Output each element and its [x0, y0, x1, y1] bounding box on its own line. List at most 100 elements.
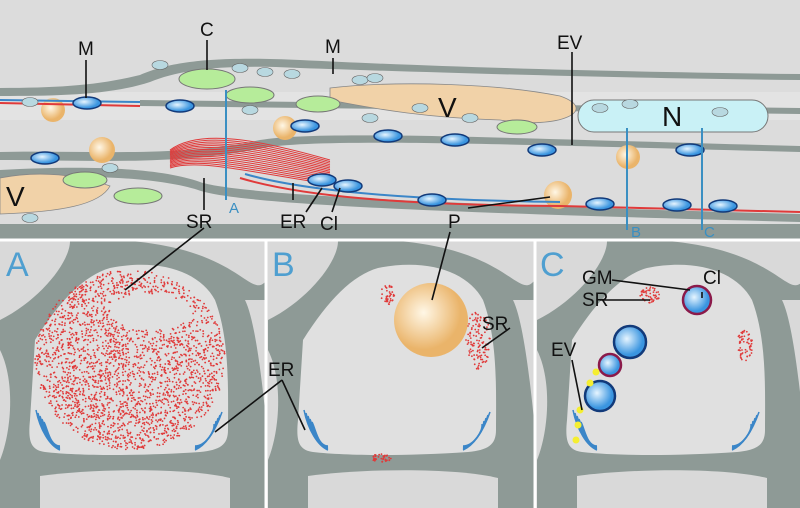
sr-dot	[49, 394, 51, 396]
sr-dot	[155, 285, 157, 287]
sr-dot	[97, 349, 99, 351]
sr-dot	[188, 364, 190, 366]
sr-dot	[748, 338, 750, 340]
sr-dot	[647, 289, 649, 291]
sr-dot	[168, 378, 170, 380]
sr-dot	[74, 351, 76, 353]
sr-dot	[88, 429, 90, 431]
sr-dot	[76, 383, 78, 385]
sr-dot	[196, 390, 198, 392]
small-organelle	[102, 164, 118, 173]
sr-dot	[147, 286, 149, 288]
sr-dot	[38, 371, 40, 373]
sr-dot	[138, 356, 140, 358]
sr-dot	[110, 346, 112, 348]
sr-dot	[751, 349, 753, 351]
sr-dot	[167, 394, 169, 396]
sr-dot	[52, 360, 54, 362]
sr-dot	[74, 299, 76, 301]
sr-dot	[104, 375, 106, 377]
sr-dot	[101, 440, 103, 442]
sr-dot	[222, 350, 224, 352]
sr-dot	[168, 404, 170, 406]
sr-dot	[178, 341, 180, 343]
sr-dot	[93, 379, 95, 381]
sr-dot	[174, 386, 176, 388]
sr-dot	[82, 394, 84, 396]
sr-dot	[137, 270, 139, 272]
panel-letter-c: C	[540, 246, 565, 284]
sr-dot	[88, 298, 90, 300]
sr-dot	[48, 327, 50, 329]
sr-dot	[110, 271, 112, 273]
sr-dot	[177, 397, 179, 399]
sr-dot	[189, 418, 191, 420]
sr-dot	[69, 353, 71, 355]
sr-dot	[85, 406, 87, 408]
sr-dot	[196, 416, 198, 418]
sr-dot	[105, 330, 107, 332]
sr-dot	[221, 375, 223, 377]
sr-dot	[145, 391, 147, 393]
sr-dot	[47, 319, 49, 321]
sr-dot	[125, 401, 127, 403]
sr-dot	[160, 382, 162, 384]
sr-dot	[99, 321, 101, 323]
sr-dot	[149, 416, 151, 418]
sr-dot	[151, 348, 153, 350]
sr-dot	[121, 417, 123, 419]
sr-dot	[69, 338, 71, 340]
sr-dot	[117, 271, 119, 273]
sr-dot	[124, 414, 126, 416]
sr-dot	[155, 400, 157, 402]
sr-dot	[68, 300, 70, 302]
sr-dot	[154, 337, 156, 339]
sr-dot	[58, 311, 60, 313]
sr-dot	[95, 414, 97, 416]
sr-dot	[473, 343, 475, 345]
sr-dot	[37, 347, 39, 349]
sr-dot	[79, 323, 81, 325]
sr-dot	[59, 417, 61, 419]
sr-dot	[193, 345, 195, 347]
sr-dot	[64, 310, 66, 312]
sr-dot	[125, 365, 127, 367]
label-mitochondrion: M	[325, 37, 341, 58]
sr-dot	[137, 397, 139, 399]
sr-dot	[138, 391, 140, 393]
sr-dot	[120, 390, 122, 392]
sr-dot	[100, 322, 102, 324]
sr-dot	[119, 406, 121, 408]
sr-dot	[82, 399, 84, 401]
sr-dot	[155, 345, 157, 347]
sr-dot	[746, 331, 748, 333]
sr-dot	[36, 364, 38, 366]
sr-dot	[68, 368, 70, 370]
sr-dot	[125, 345, 127, 347]
sr-dot	[742, 331, 744, 333]
sr-dot	[127, 423, 129, 425]
sr-dot	[648, 296, 650, 298]
sr-dot	[171, 358, 173, 360]
sr-dot	[164, 389, 166, 391]
sr-dot	[91, 322, 93, 324]
sr-dot	[69, 304, 71, 306]
sr-dot	[87, 383, 89, 385]
sr-dot	[210, 365, 212, 367]
sr-dot	[197, 371, 199, 373]
sr-dot	[116, 448, 118, 450]
sr-dot	[61, 324, 63, 326]
sr-dot	[98, 325, 100, 327]
sr-dot	[470, 343, 472, 345]
sr-dot	[85, 314, 87, 316]
sr-dot	[160, 358, 162, 360]
sr-dot	[114, 446, 116, 448]
sr-dot	[115, 359, 117, 361]
sr-dot	[48, 402, 50, 404]
sr-dot	[171, 425, 173, 427]
sr-dot	[134, 425, 136, 427]
sr-dot	[198, 403, 200, 405]
sr-dot	[172, 369, 174, 371]
sr-dot	[173, 400, 175, 402]
sr-dot	[378, 454, 380, 456]
